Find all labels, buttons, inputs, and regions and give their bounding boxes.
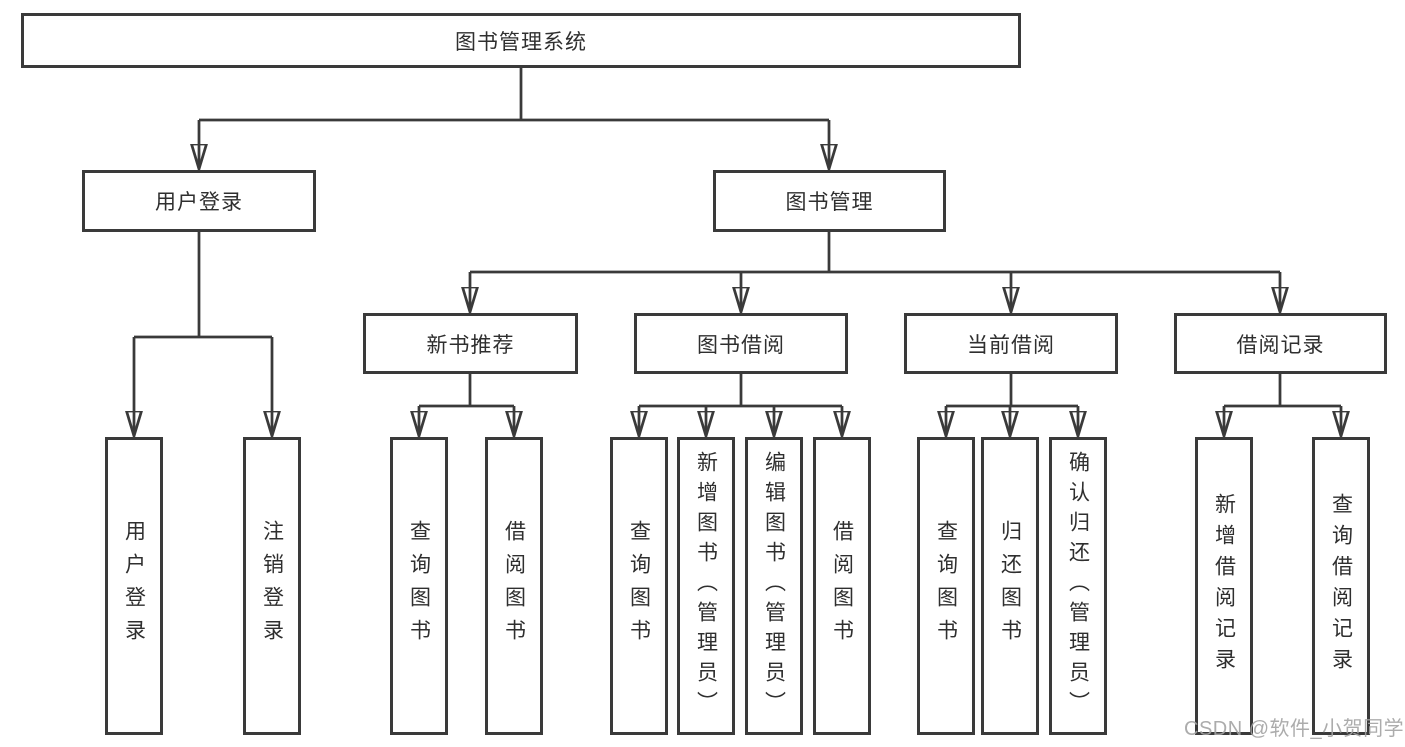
branch-root-to-level2 — [199, 68, 829, 169]
branch-book-management — [470, 232, 1280, 312]
leaf-label: 确认归还（管理员） — [1066, 451, 1090, 721]
node-library-management-system: 图书管理系统 — [21, 13, 1021, 68]
branch-new-book-recommend — [419, 374, 514, 436]
leaf-confirm-return-admin: 确认归还（管理员） — [1049, 437, 1107, 735]
leaf-query-books: 查询图书 — [390, 437, 448, 735]
branch-borrow-records — [1224, 374, 1341, 436]
leaf-borrow-books: 借阅图书 — [485, 437, 543, 735]
node-borrow-records: 借阅记录 — [1174, 313, 1387, 374]
node-label: 借阅记录 — [1236, 333, 1325, 357]
leaf-label: 新增图书（管理员） — [694, 451, 718, 721]
leaf-logout: 注销登录 — [243, 437, 301, 735]
leaf-label: 查询图书 — [934, 520, 958, 652]
branch-current-borrow — [946, 374, 1078, 436]
node-label: 用户登录 — [155, 191, 243, 214]
branch-user-login — [134, 232, 272, 436]
node-label: 新书推荐 — [426, 333, 515, 357]
leaf-label: 用户登录 — [122, 520, 146, 652]
leaf-return-books: 归还图书 — [981, 437, 1039, 735]
node-user-login: 用户登录 — [82, 170, 316, 232]
leaf-query-borrow-record: 查询借阅记录 — [1312, 437, 1370, 735]
node-label: 图书管理 — [785, 191, 874, 214]
node-label: 图书借阅 — [697, 333, 785, 357]
leaf-label: 编辑图书（管理员） — [762, 451, 786, 721]
leaf-label: 查询图书 — [627, 520, 651, 652]
node-label: 图书管理系统 — [455, 30, 587, 54]
leaf-label: 注销登录 — [260, 520, 284, 652]
leaf-user-login: 用户登录 — [105, 437, 163, 735]
leaf-query-books: 查询图书 — [917, 437, 975, 735]
node-label: 当前借阅 — [967, 333, 1055, 357]
leaf-query-books: 查询图书 — [610, 437, 668, 735]
leaf-label: 归还图书 — [998, 520, 1022, 652]
leaf-borrow-books: 借阅图书 — [813, 437, 871, 735]
node-new-book-recommend: 新书推荐 — [363, 313, 578, 374]
node-current-borrow: 当前借阅 — [904, 313, 1118, 374]
leaf-label: 借阅图书 — [830, 520, 854, 652]
leaf-label: 借阅图书 — [502, 520, 526, 652]
leaf-label: 查询图书 — [407, 520, 431, 652]
csdn-watermark: CSDN @软件_小贺同学 — [1184, 718, 1405, 740]
leaf-label: 查询借阅记录 — [1329, 493, 1353, 679]
branch-book-borrow — [639, 374, 842, 436]
leaf-edit-books-admin: 编辑图书（管理员） — [745, 437, 803, 735]
node-book-management: 图书管理 — [713, 170, 946, 232]
node-book-borrow: 图书借阅 — [634, 313, 848, 374]
leaf-label: 新增借阅记录 — [1212, 493, 1236, 679]
leaf-add-borrow-record: 新增借阅记录 — [1195, 437, 1253, 735]
leaf-add-books-admin: 新增图书（管理员） — [677, 437, 735, 735]
